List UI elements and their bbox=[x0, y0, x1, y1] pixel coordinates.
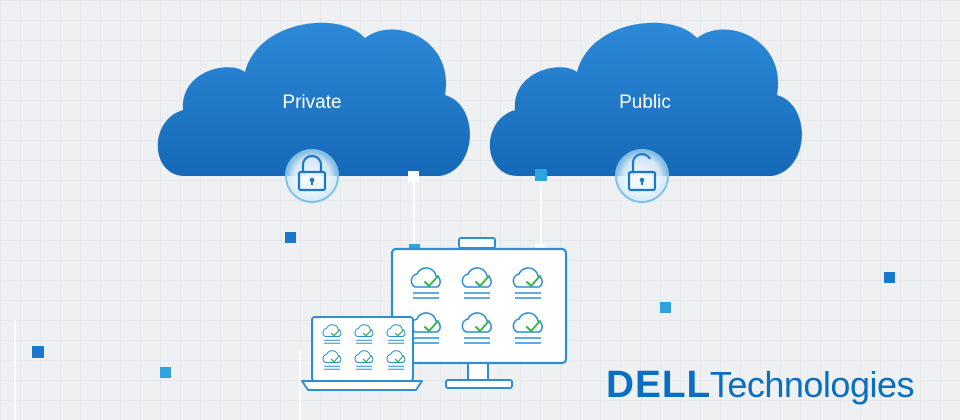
dell-wordmark: DELL bbox=[605, 364, 711, 406]
public-cloud-label: Public bbox=[619, 92, 671, 113]
private-cloud: Private bbox=[157, 22, 470, 203]
lock-closed-icon bbox=[285, 149, 339, 203]
desktop-monitor-icon bbox=[390, 237, 568, 389]
accent-squares bbox=[32, 232, 895, 378]
public-cloud: Public bbox=[489, 22, 802, 203]
connector-lines bbox=[14, 176, 542, 420]
lock-open-icon bbox=[615, 149, 669, 203]
private-cloud-label: Private bbox=[282, 92, 341, 113]
laptop-icon bbox=[301, 316, 423, 391]
technologies-wordmark: Technologies bbox=[709, 364, 915, 405]
dell-technologies-logo: DELL Technologies bbox=[605, 364, 915, 407]
